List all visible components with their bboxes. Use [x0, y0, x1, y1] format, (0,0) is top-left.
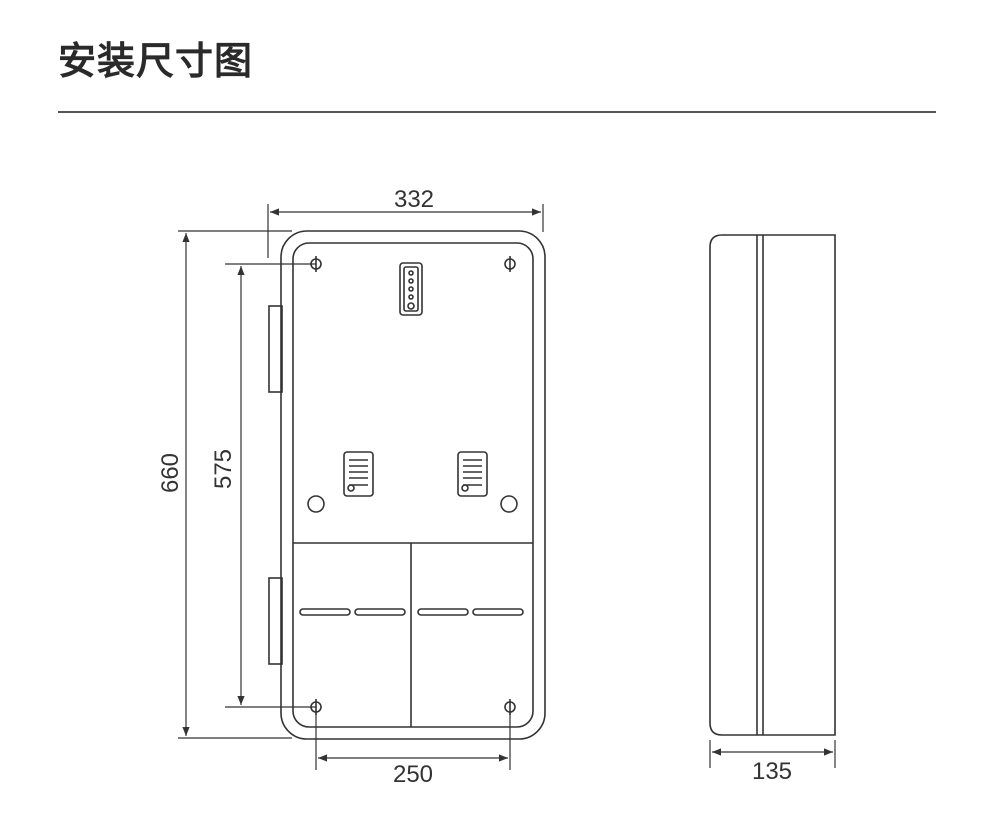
enclosure-outer-outline — [280, 230, 546, 740]
front-view — [268, 230, 546, 740]
mounting-hole-top-right — [504, 256, 516, 272]
side-body-outline — [709, 234, 836, 736]
screw-left — [307, 495, 325, 513]
height-dimension — [178, 230, 292, 739]
side-view — [709, 234, 836, 736]
top-hinge — [268, 305, 283, 393]
right-meter-terminal — [457, 451, 488, 497]
mount-horizontal-label: 250 — [393, 761, 433, 788]
mount-horizontal-dimension — [315, 712, 511, 770]
mount-vertical-label: 575 — [210, 449, 237, 489]
depth-label: 135 — [752, 758, 792, 785]
height-label: 660 — [157, 453, 184, 493]
left-meter-terminal — [343, 451, 374, 497]
bottom-hinge — [268, 577, 283, 665]
screw-right — [500, 495, 518, 513]
handle-slot — [472, 608, 524, 616]
top-terminal-block — [399, 262, 423, 316]
page-title: 安装尺寸图 — [58, 39, 254, 83]
enclosure-inner-outline — [292, 242, 534, 728]
mount-vertical-dimension — [225, 263, 316, 708]
handle-slot — [354, 608, 406, 616]
title-divider — [58, 111, 936, 113]
handle-slot — [299, 608, 351, 616]
handle-slot — [417, 608, 469, 616]
width-label: 332 — [394, 186, 434, 213]
depth-dimension — [709, 740, 836, 768]
